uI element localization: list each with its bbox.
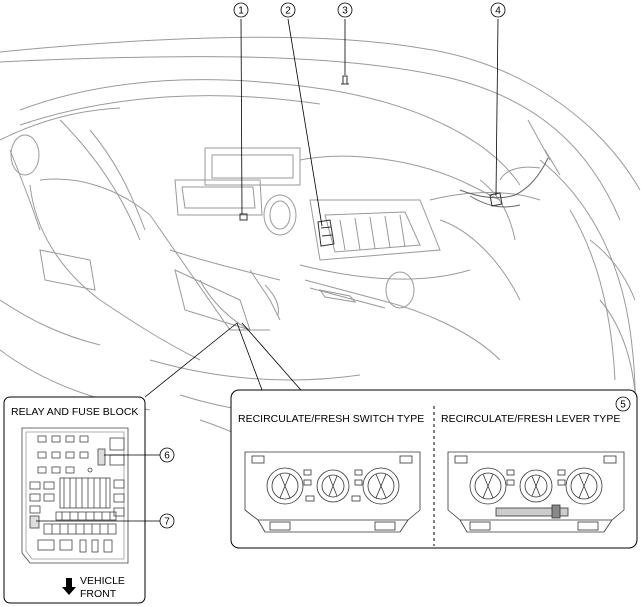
part-1-sensor [239, 213, 248, 221]
part-2-unit [317, 219, 335, 247]
dashboard-illustration [0, 36, 641, 521]
detail-pointers [144, 322, 308, 398]
svg-text:4: 4 [495, 6, 501, 17]
switch-type-label: RECIRCULATE/FRESH SWITCH TYPE [238, 413, 424, 425]
lever-type-label: RECIRCULATE/FRESH LEVER TYPE [441, 413, 620, 425]
part-4-sensor [489, 192, 503, 207]
leader-lines [240, 18, 499, 227]
callout-1: 1 [233, 2, 249, 18]
lever-type-control-unit [447, 451, 625, 533]
switch-type-control-unit [244, 451, 421, 533]
recirculate-lever [495, 507, 569, 517]
callout-3: 3 [337, 2, 353, 18]
callout-5: 5 [615, 396, 631, 412]
svg-text:5: 5 [620, 400, 626, 411]
down-arrow-icon [62, 578, 76, 595]
svg-text:3: 3 [342, 6, 348, 17]
relay-fuse-block-drawing [21, 427, 129, 564]
relay-fuse-block-title: RELAY AND FUSE BLOCK [11, 406, 138, 418]
front-label: FRONT [80, 588, 117, 600]
climate-control-panel: 5 RECIRCULATE/FRESH SWITCH TYPE RECIRCUL… [230, 389, 638, 549]
part-3-sensor [341, 75, 349, 85]
svg-text:7: 7 [164, 517, 170, 528]
callout-6: 6 [159, 447, 175, 463]
svg-text:6: 6 [164, 451, 170, 462]
svg-text:2: 2 [285, 6, 291, 17]
vehicle-label: VEHICLE [80, 575, 125, 587]
relay-leader-lines [36, 454, 160, 522]
callout-2: 2 [280, 2, 296, 18]
callout-4: 4 [490, 2, 506, 18]
relay-fuse-block-panel: RELAY AND FUSE BLOCK [3, 396, 175, 604]
sensor-parts [239, 75, 503, 247]
svg-text:1: 1 [238, 6, 244, 17]
callout-7: 7 [159, 513, 175, 529]
